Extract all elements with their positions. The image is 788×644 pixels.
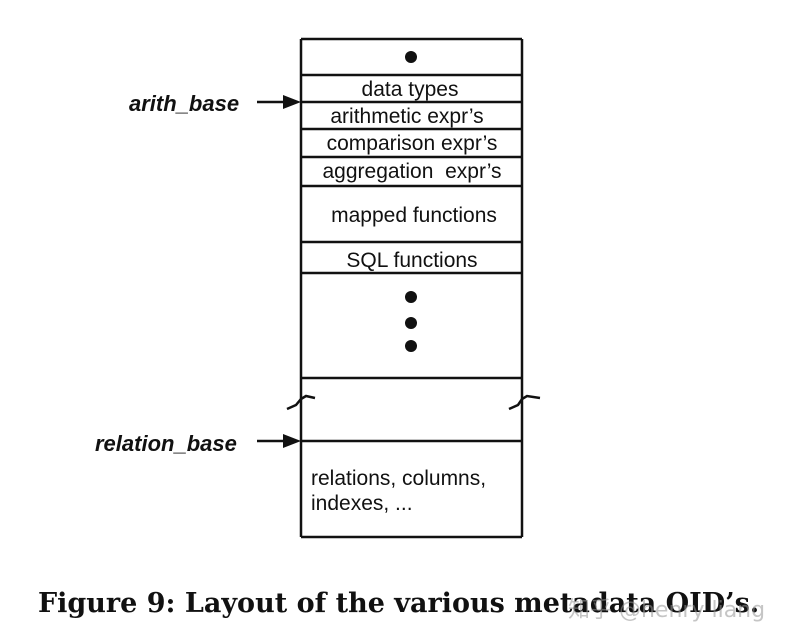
break-marks xyxy=(286,394,541,411)
row-comparison-exprs: comparison expr’s xyxy=(327,132,498,155)
arith-base-arrowhead xyxy=(283,95,301,109)
row-relations-line2: indexes, ... xyxy=(311,492,413,515)
oid-table xyxy=(299,37,524,539)
ellipsis-dot xyxy=(405,317,417,329)
ellipsis-dot xyxy=(405,340,417,352)
relation-base-arrowhead xyxy=(283,434,301,448)
row-relations-line1: relations, columns, xyxy=(311,467,486,490)
figure-caption: Figure 9: Layout of the various metadata… xyxy=(38,588,760,619)
watermark: 知乎 @henry liang xyxy=(568,598,766,623)
right-break-mark xyxy=(508,394,541,411)
relation-base-label: relation_base xyxy=(95,431,237,456)
row-mapped-functions: mapped functions xyxy=(331,204,497,227)
vertical-ellipsis xyxy=(405,291,417,352)
relation-base-pointer: relation_base xyxy=(95,431,301,456)
row-aggregation-exprs: aggregation expr’s xyxy=(322,160,501,183)
row-sql-functions: SQL functions xyxy=(346,249,477,272)
left-break-mark xyxy=(286,394,316,411)
ellipsis-dot-top xyxy=(405,51,417,63)
arith-base-pointer: arith_base xyxy=(129,91,301,116)
row-data-types: data types xyxy=(362,78,459,101)
ellipsis-dot xyxy=(405,291,417,303)
arith-base-label: arith_base xyxy=(129,91,239,116)
row-arithmetic-exprs: arithmetic expr’s xyxy=(330,105,483,128)
